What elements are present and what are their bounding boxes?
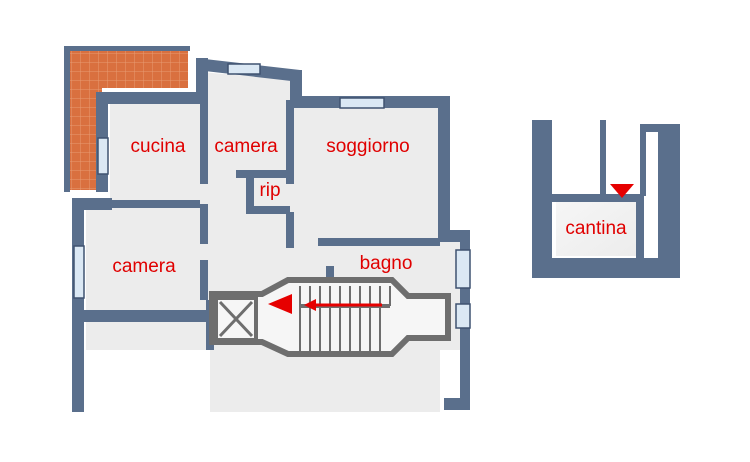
room-label-soggiorno: soggiorno xyxy=(326,136,409,157)
room-label-cantina: cantina xyxy=(565,218,627,239)
entrance-arrow-icon xyxy=(268,294,292,314)
room-label-bagno: bagno xyxy=(360,253,413,274)
apartment: cucina camera soggiorno rip camera bagno xyxy=(64,46,471,412)
window-soggiorno xyxy=(339,97,385,109)
room-label-camera-left: camera xyxy=(112,256,176,277)
elevator-shaft-icon xyxy=(214,296,258,342)
room-label-camera-top: camera xyxy=(214,136,278,157)
cellar-entrance-arrow-icon xyxy=(610,184,634,198)
stair-direction-arrow-icon xyxy=(304,299,382,311)
interior-walls xyxy=(110,100,440,300)
room-label-rip: rip xyxy=(259,180,280,201)
window-camera-left xyxy=(73,245,85,299)
window-terrace xyxy=(97,137,109,175)
cellar: cantina xyxy=(532,120,680,278)
window-bagno xyxy=(455,249,471,289)
window-camera-top xyxy=(227,63,261,75)
windows xyxy=(73,63,471,329)
window-landing xyxy=(455,303,471,329)
stairwell xyxy=(209,277,451,357)
cellar-walls xyxy=(532,120,680,278)
room-label-cucina: cucina xyxy=(131,136,186,157)
cellar-floor xyxy=(556,200,638,256)
